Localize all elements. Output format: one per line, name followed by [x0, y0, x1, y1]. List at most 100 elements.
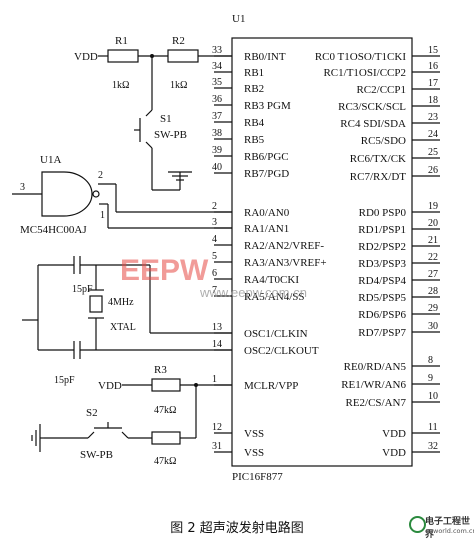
right-pin-number: 10 [428, 391, 438, 402]
right-pin-number: 20 [428, 218, 438, 229]
right-pin-name: RD4/PSP4 [358, 275, 406, 287]
right-pin-number: 19 [428, 201, 438, 212]
right-pin-name: RC3/SCK/SCL [338, 101, 406, 113]
left-pin-name: OSC2/CLKOUT [244, 345, 319, 357]
chip-part-label: PIC16F877 [232, 471, 283, 483]
pic16f877-chip-body [231, 37, 413, 467]
left-pin-number: 40 [212, 162, 222, 173]
r2-label: R2 [172, 35, 185, 47]
left-pin-number: 6 [212, 268, 217, 279]
gate-pin-out: 3 [20, 182, 25, 193]
left-pin-name: RB5 [244, 134, 265, 146]
left-pin-name: RB6/PGC [244, 151, 289, 163]
cap2-value: 15pF [54, 375, 75, 386]
left-pin-number: 3 [212, 217, 217, 228]
left-pin-name: RB1 [244, 67, 264, 79]
left-pin-name: RA4/T0CKI [244, 274, 299, 286]
left-pin-number: 39 [212, 145, 222, 156]
right-pin-number: 9 [428, 373, 433, 384]
right-pin-name: VDD [382, 428, 406, 440]
chip-ref-label: U1 [232, 13, 245, 25]
cap1-value: 15pF [72, 284, 93, 295]
right-pin-number: 29 [428, 303, 438, 314]
r4-value: 47kΩ [154, 456, 176, 467]
left-pin-number: 5 [212, 251, 217, 262]
eeworld-logo-url: eeworld.com.cn [425, 527, 474, 535]
right-pin-name: RD7/PSP7 [358, 327, 406, 339]
r1-resistor [107, 49, 139, 63]
right-pin-number: 32 [428, 441, 438, 452]
crystal-freq: 4MHz [108, 297, 134, 308]
left-pin-number: 4 [212, 234, 217, 245]
figure-caption: 图 2 超声波发射电路图 [170, 521, 304, 536]
nand-gate-u1a [41, 171, 100, 217]
gate-pin-in2: 1 [100, 210, 105, 221]
right-pin-name: RC0 T1OSO/T1CKI [315, 51, 407, 63]
right-pin-number: 25 [428, 147, 438, 158]
left-pin-name: RB0/INT [244, 51, 286, 63]
eeworld-logo-title: 电子工程世界 [425, 517, 471, 540]
r4-resistor [151, 431, 181, 445]
right-pin-number: 24 [428, 129, 438, 140]
left-pin-name: RA2/AN2/VREF- [244, 240, 324, 252]
right-pin-name: RE2/CS/AN7 [345, 397, 406, 409]
right-pin-name: RD3/PSP3 [358, 258, 406, 270]
right-pin-name: RC7/RX/DT [350, 171, 407, 183]
left-pin-name: VSS [244, 447, 264, 459]
right-pin-name: RE1/WR/AN6 [341, 379, 406, 391]
left-pin-name: RA1/AN1 [244, 223, 289, 235]
left-pin-name: RB7/PGD [244, 168, 289, 180]
gate-ref-label: U1A [40, 154, 61, 166]
eeworld-logo: 电子工程世界 eeworld.com.cn [409, 512, 474, 542]
gate-part-label: MC54HC00AJ [20, 224, 87, 236]
right-pin-number: 26 [428, 165, 438, 176]
left-pin-name: RB2 [244, 83, 264, 95]
right-pin-name: RC2/CCP1 [356, 84, 406, 96]
right-pin-number: 8 [428, 355, 433, 366]
right-pin-name: RC1/T1OSI/CCP2 [323, 67, 406, 79]
r3-value: 47kΩ [154, 405, 176, 416]
right-pin-name: RC6/TX/CK [350, 153, 406, 165]
left-pin-name: OSC1/CLKIN [244, 328, 308, 340]
left-pin-number: 7 [212, 285, 217, 296]
left-pin-number: 2 [212, 201, 217, 212]
crystal-label: XTAL [110, 322, 136, 333]
r2-value: 1kΩ [170, 80, 187, 91]
right-pin-name: RD0 PSP0 [359, 207, 407, 219]
s1-pushbutton [134, 109, 153, 190]
right-pin-name: RD1/PSP1 [358, 224, 406, 236]
right-pin-number: 18 [428, 95, 438, 106]
left-pin-number: 13 [212, 322, 222, 333]
left-pin-number: 36 [212, 94, 222, 105]
r3-label: R3 [154, 364, 167, 376]
left-pin-number: 12 [212, 422, 222, 433]
eepw-watermark: EEPW [120, 254, 209, 287]
r1-value: 1kΩ [112, 80, 129, 91]
left-pin-number: 35 [212, 77, 222, 88]
r2-resistor [167, 49, 199, 63]
right-pin-number: 27 [428, 269, 438, 280]
left-pin-name: RA3/AN3/VREF+ [244, 257, 327, 269]
right-pin-number: 28 [428, 286, 438, 297]
s2-pushbutton [87, 422, 129, 439]
right-pin-number: 23 [428, 112, 438, 123]
r3-resistor [151, 378, 181, 392]
right-pin-number: 30 [428, 321, 438, 332]
s2-label: S2 [86, 407, 98, 419]
left-pin-number: 34 [212, 61, 222, 72]
r1-label: R1 [115, 35, 128, 47]
gate-pin-in1: 2 [98, 170, 103, 181]
vdd-top-label: VDD [74, 51, 98, 63]
left-pin-name: VSS [244, 428, 264, 440]
crystal-xtal [89, 295, 103, 313]
right-pin-number: 15 [428, 45, 438, 56]
s1-label: S1 [160, 113, 172, 125]
vdd-mclr-label: VDD [98, 380, 122, 392]
left-pin-name: RA5/AN4/SS [244, 291, 305, 303]
left-pin-number: 38 [212, 128, 222, 139]
right-pin-name: RD2/PSP2 [358, 241, 406, 253]
left-pin-name: RB3 PGM [244, 100, 291, 112]
right-pin-number: 17 [428, 78, 438, 89]
